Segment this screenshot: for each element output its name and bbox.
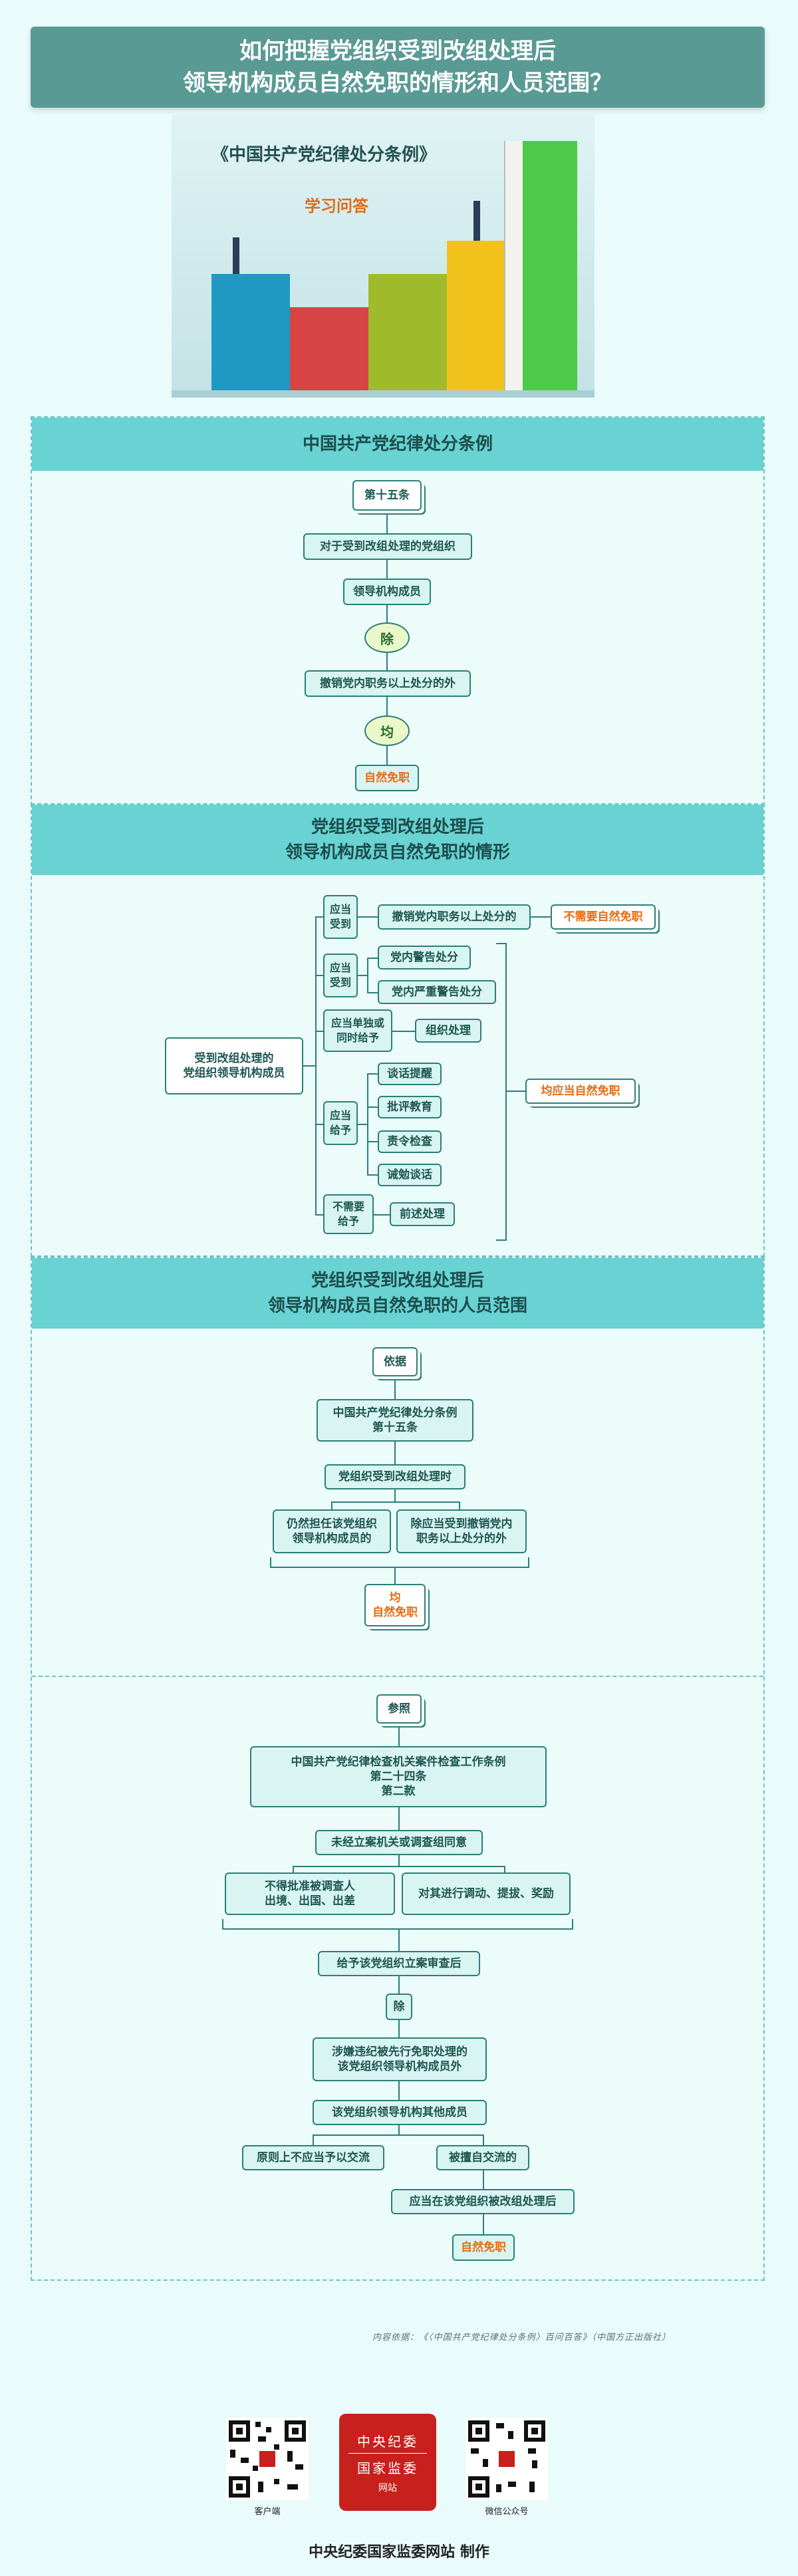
r8-box: 应当在该党组织被改组处理后: [391, 2189, 575, 2214]
g4-label: 应当 给予: [323, 1101, 358, 1145]
r2-left-box: 不得批准被调查人 出境、出国、出差: [225, 1872, 395, 1915]
section2-title-line1: 党组织受到改组处理后: [311, 817, 484, 837]
g4-item-3: 责令检查: [378, 1130, 442, 1153]
qr-client[interactable]: [226, 2418, 309, 2500]
reference-box: 参照: [376, 1694, 422, 1724]
when-box: 党组织受到改组处理时: [325, 1464, 466, 1489]
site-logo: 中央纪委 国家监委 网站: [339, 2414, 436, 2511]
g5-item: 前述处理: [390, 1202, 455, 1226]
target-org-box: 对于受到改组处理的党组织: [303, 533, 472, 560]
right-bracket: [496, 943, 507, 1241]
olive-block: [368, 274, 447, 390]
qr-wechat[interactable]: [466, 2418, 548, 2500]
g5-label: 不需要 给予: [323, 1194, 374, 1234]
r7-left-box: 原则上不应当予以交流: [242, 2145, 384, 2170]
ruler: [504, 141, 524, 390]
section3-title: 党组织受到改组处理后 领导机构成员自然免职的人员范围: [32, 1258, 763, 1329]
g2-label: 应当 受到: [323, 954, 358, 997]
r4-box: 除: [386, 1994, 412, 2020]
root-box: 受到改组处理的 党组织领导机构成员: [165, 1037, 303, 1095]
page-title: 如何把握党组织受到改组处理后 领导机构成员自然免职的情形和人员范围？: [31, 27, 765, 108]
figure-left: [233, 237, 239, 274]
result-box: 均 自然免职: [364, 1584, 426, 1626]
section3-title-line1: 党组织受到改组处理后: [311, 1271, 484, 1291]
title-line-2: 领导机构成员自然免职的情形和人员范围？: [183, 70, 612, 96]
lower-bracket-2: [222, 1919, 573, 1930]
g1-label: 应当 受到: [323, 895, 358, 939]
section-divider: [32, 1676, 763, 1677]
natural-removal-box: 自然免职: [355, 765, 419, 791]
result-all: 均: [389, 1591, 401, 1605]
ref-doc-box: 中国共产党纪律检查机关案件检查工作条例 第二十四条 第二款: [250, 1746, 547, 1807]
r9-box: 自然免职: [452, 2234, 515, 2261]
r5-box: 涉嫌违纪被先行免职处理的 该党组织领导机构成员外: [313, 2037, 487, 2081]
lower-bracket-1: [270, 1557, 529, 1568]
section3-title-line2: 领导机构成员自然免职的人员范围: [267, 1296, 527, 1316]
hero-subtitle: 学习问答: [305, 197, 368, 215]
logo-line2: 国家监委: [357, 2460, 418, 2476]
qr-wechat-caption: 微信公众号: [485, 2507, 529, 2517]
r6-box: 该党组织领导机构其他成员: [313, 2100, 487, 2125]
section2-title-line2: 领导机构成员自然免职的情形: [285, 842, 510, 862]
title-line-1: 如何把握党组织受到改组处理后: [239, 38, 556, 64]
g3-item: 组织处理: [415, 1019, 481, 1043]
logo-line3: 网站: [378, 2482, 397, 2494]
floor: [172, 390, 595, 398]
section2-title: 党组织受到改组处理后 领导机构成员自然免职的情形: [32, 805, 763, 875]
no-removal-result: 不需要自然免职: [551, 904, 656, 930]
result-text: 自然免职: [372, 1606, 418, 1619]
g4-item-4: 诫勉谈话: [378, 1164, 442, 1186]
logo-line1: 中央纪委: [348, 2431, 427, 2454]
qr-client-caption: 客户端: [254, 2507, 281, 2517]
g1-item: 撤销党内职务以上处分的: [378, 904, 531, 930]
g3-label: 应当单独或 同时给予: [323, 1009, 392, 1052]
hero-book-title: 《中国共产党纪律处分条例》: [211, 145, 437, 165]
footer-credit: 中央纪委国家监委网站 制作: [309, 2544, 489, 2561]
basis-box: 依据: [372, 1347, 418, 1376]
except-oval: 除: [364, 622, 410, 653]
figure-right: [473, 201, 480, 241]
g2-item-1: 党内警告处分: [378, 946, 471, 969]
g4-item-1: 谈话提醒: [378, 1063, 442, 1085]
should-remove-result: 均应当自然免职: [525, 1079, 636, 1104]
blue-block: [211, 274, 290, 390]
section1-title: 中国共产党纪律处分条例: [32, 418, 763, 471]
leaders-box: 领导机构成员: [343, 579, 431, 605]
except-dismissal-box: 除应当受到撤销党内 职务以上处分的外: [396, 1509, 527, 1553]
hero-image: 《中国共产党纪律处分条例》 学习问答: [172, 114, 595, 398]
source-note: 内容依据：《〈中国共产党纪律处分条例〉百问百答》（中国方正出版社）: [372, 2333, 672, 2343]
section-article: [31, 416, 765, 806]
r2-right-box: 对其进行调动、提拔、奖励: [402, 1872, 571, 1915]
doc-box: 中国共产党纪律处分条例 第十五条: [317, 1399, 473, 1442]
all-oval: 均: [364, 715, 410, 746]
r7-right-box: 被擅自交流的: [436, 2145, 529, 2170]
red-block: [290, 307, 368, 390]
r1-box: 未经立案机关或调查组同意: [315, 1830, 483, 1855]
r3-box: 给予该党组织立案审查后: [318, 1951, 480, 1976]
still-member-box: 仍然担任该党组织 领导机构成员的: [273, 1509, 391, 1553]
article-box: 第十五条: [352, 480, 422, 511]
g2-item-2: 党内严重警告处分: [378, 980, 496, 1004]
g4-item-2: 批评教育: [378, 1096, 442, 1118]
green-block: [523, 141, 577, 390]
dismissal-exception-box: 撤销党内职务以上处分的外: [305, 670, 471, 697]
